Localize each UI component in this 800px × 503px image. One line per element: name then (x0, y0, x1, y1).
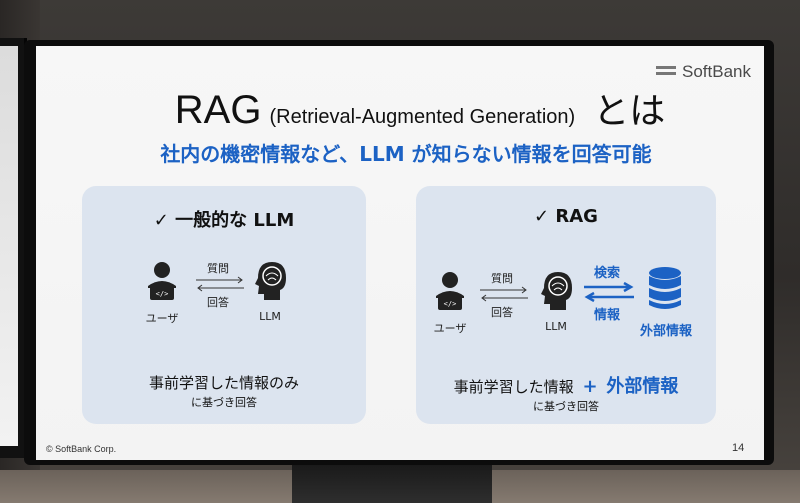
brand-text: SoftBank (682, 62, 751, 81)
user-label: ユーザ (433, 322, 467, 335)
title-suffix: とは (593, 91, 666, 132)
title-paren: (Retrieval-Augmented Generation) (269, 106, 576, 128)
search-label: 検索 (593, 266, 620, 281)
rag-panel: ✓ RAG </> ユーザ 質問 回答 LLM 検索 情 (416, 186, 716, 424)
user-laptop-icon: </> (148, 262, 176, 300)
brain-head-icon (541, 272, 572, 310)
general-llm-heading: ✓ 一般的な LLM (153, 210, 295, 231)
database-icon (649, 267, 681, 309)
external-info-label: 外部情報 (639, 324, 692, 339)
title-rag: RAG (174, 88, 262, 132)
right-bottom-line1: 事前学習した情報 + 外部情報 (416, 372, 716, 398)
side-monitor (0, 38, 27, 458)
side-monitor-screen (0, 46, 18, 446)
llm-label: LLM (259, 310, 281, 323)
pretrained-info-text: 事前学習した情報 (453, 378, 574, 396)
slide-screen: SoftBank RAG (Retrieval-Augmented Genera… (36, 46, 764, 460)
softbank-logo: SoftBank (656, 62, 751, 82)
slide-subtitle: 社内の機密情報など、LLM が知らない情報を回答可能 (160, 142, 652, 166)
blue-exchange-arrows-icon (584, 282, 634, 302)
answer-label: 回答 (491, 306, 513, 319)
answer-label: 回答 (207, 296, 229, 309)
left-bottom-line1: 事前学習した情報のみ (148, 374, 299, 392)
general-llm-panel: ✓ 一般的な LLM </> ユーザ 質問 回答 LLM 事前学習した情報のみ … (82, 186, 366, 424)
softbank-bars-icon (656, 66, 676, 78)
left-bottom-line2: に基づき回答 (191, 396, 257, 409)
question-label: 質問 (491, 272, 513, 285)
question-label: 質問 (207, 262, 229, 275)
exchange-arrows-icon (196, 276, 244, 292)
svg-text:</>: </> (156, 290, 169, 298)
svg-text:</>: </> (444, 300, 457, 308)
llm-label: LLM (545, 320, 567, 333)
user-label: ユーザ (145, 312, 179, 325)
external-info-text: 外部情報 (606, 376, 679, 397)
right-bottom-line2: に基づき回答 (533, 400, 599, 413)
user-laptop-icon: </> (436, 272, 464, 310)
page-number: 14 (732, 442, 745, 454)
brain-head-icon (255, 262, 286, 300)
monitor-stand (292, 465, 492, 503)
copyright-footer: © SoftBank Corp. (46, 444, 117, 454)
slide-title: RAG (Retrieval-Augmented Generation) とは (160, 82, 680, 134)
info-label: 情報 (593, 308, 620, 323)
plus-sign: + (582, 376, 598, 397)
rag-heading: ✓ RAG (534, 206, 598, 227)
exchange-arrows-icon (480, 286, 528, 302)
